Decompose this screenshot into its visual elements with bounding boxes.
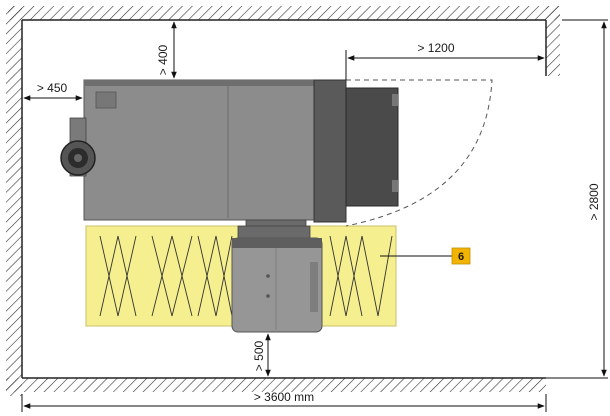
room-walls (6, 6, 560, 396)
wall-right (546, 6, 560, 76)
dimension-lines (21, 19, 608, 412)
flue-pipe-icon (60, 117, 96, 177)
wall-left (6, 6, 22, 396)
wall-top (8, 6, 560, 20)
wall-bottom (6, 378, 546, 392)
dim-room-width: > 3600 mm (254, 390, 314, 404)
callout-6: 6 (451, 247, 471, 265)
callout-number: 6 (458, 251, 464, 263)
dim-front-clearance: > 500 (252, 340, 266, 371)
dim-left-clearance: > 450 (37, 81, 68, 95)
dim-door-clearance: > 1200 (417, 41, 454, 55)
boiler-unit (83, 79, 399, 231)
dim-top-clearance: > 400 (156, 44, 170, 75)
front-hopper-unit (231, 225, 323, 333)
dim-room-depth: > 2800 (587, 183, 601, 220)
